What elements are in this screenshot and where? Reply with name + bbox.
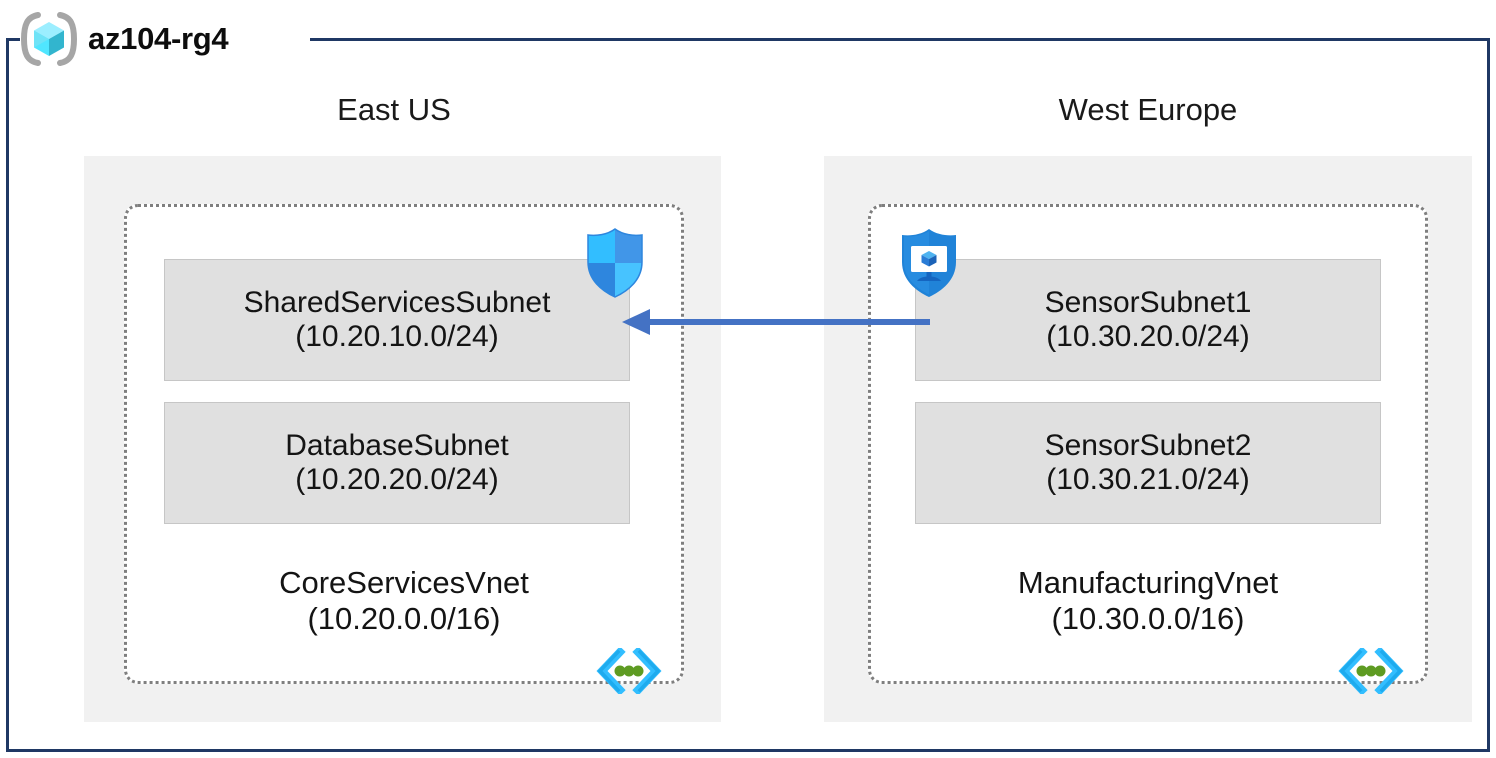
- vnet-label-coreservicesvnet: CoreServicesVnet (10.20.0.0/16): [144, 565, 664, 636]
- resource-group-header-gap: [20, 30, 310, 48]
- vnet-cidr: (10.20.0.0/16): [307, 600, 501, 636]
- resource-group-icon: [20, 12, 78, 66]
- virtual-network-icon: [596, 648, 662, 694]
- vnet-peering-arrow: [622, 309, 930, 335]
- resource-group-header[interactable]: az104-rg4: [18, 8, 229, 70]
- vnet-name: ManufacturingVnet: [1017, 565, 1279, 600]
- subnet-name: DatabaseSubnet: [285, 429, 509, 463]
- subnet-cidr: (10.30.21.0/24): [1046, 463, 1250, 496]
- virtual-network-icon: [1338, 648, 1404, 694]
- subnet-name: SensorSubnet1: [1044, 286, 1252, 320]
- subnet-name: SensorSubnet2: [1044, 429, 1252, 463]
- subnet-cidr: (10.30.20.0/24): [1046, 320, 1250, 353]
- vnet-name: CoreServicesVnet: [279, 565, 529, 600]
- bastion-icon: [902, 229, 956, 297]
- subnet-sensorsubnet2[interactable]: SensorSubnet2 (10.30.21.0/24): [915, 402, 1381, 524]
- subnet-sharedservicessubnet[interactable]: SharedServicesSubnet (10.20.10.0/24): [164, 259, 630, 381]
- vnet-label-manufacturingvnet: ManufacturingVnet (10.30.0.0/16): [888, 565, 1408, 636]
- vnet-cidr: (10.30.0.0/16): [1051, 600, 1245, 636]
- region-label-east-us: East US: [337, 92, 451, 127]
- resource-group-frame: [6, 38, 1490, 752]
- subnet-cidr: (10.20.20.0/24): [295, 463, 499, 496]
- resource-group-name: az104-rg4: [88, 20, 229, 56]
- subnet-cidr: (10.20.10.0/24): [295, 320, 499, 353]
- subnet-name: SharedServicesSubnet: [243, 286, 551, 320]
- region-label-west-europe: West Europe: [1058, 92, 1238, 127]
- subnet-sensorsubnet1[interactable]: SensorSubnet1 (10.30.20.0/24): [915, 259, 1381, 381]
- subnet-databasesubnet[interactable]: DatabaseSubnet (10.20.20.0/24): [164, 402, 630, 524]
- network-security-group-icon: [587, 228, 643, 298]
